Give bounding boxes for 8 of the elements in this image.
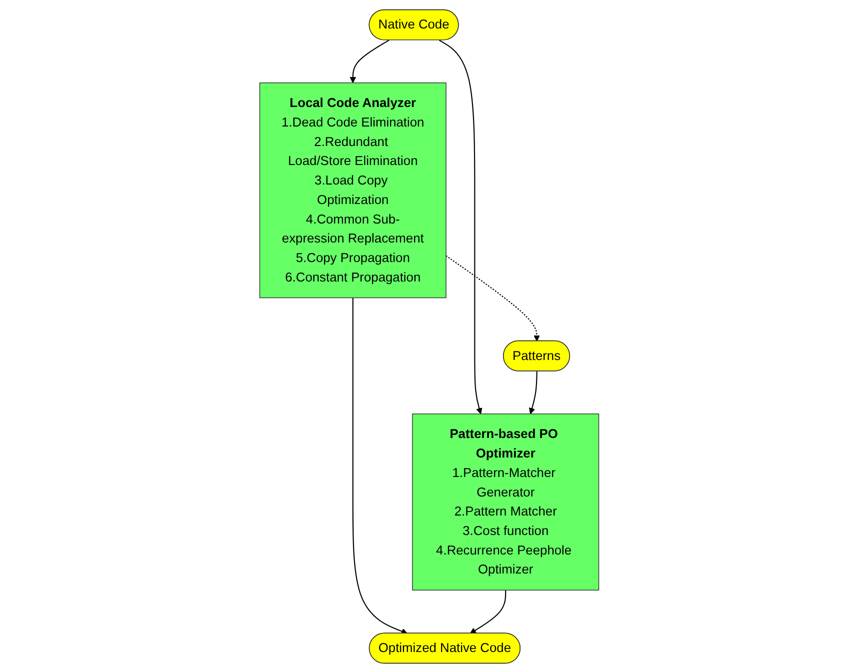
- node-box: Local Code Analyzer 1.Dead Code Elimination 2.Redundant Load/Store Elimination 3.Load Copy Optimization 4.Common Sub-expression Replacement 5.Copy Propagation 6.Constant Propagation: [259, 82, 446, 298]
- arrow: [445, 254, 540, 341]
- arrow: [528, 370, 538, 414]
- arrow: [438, 39, 482, 414]
- arrow: [470, 590, 506, 634]
- node-box: Pattern-based PO Optimizer 1.Pattern-Matcher Generator 2.Pattern Matcher 3.Cost function 4.Recurrence Peephole Optimizer: [412, 413, 599, 590]
- arrow: [349, 39, 390, 83]
- arrow: [352, 297, 408, 634]
